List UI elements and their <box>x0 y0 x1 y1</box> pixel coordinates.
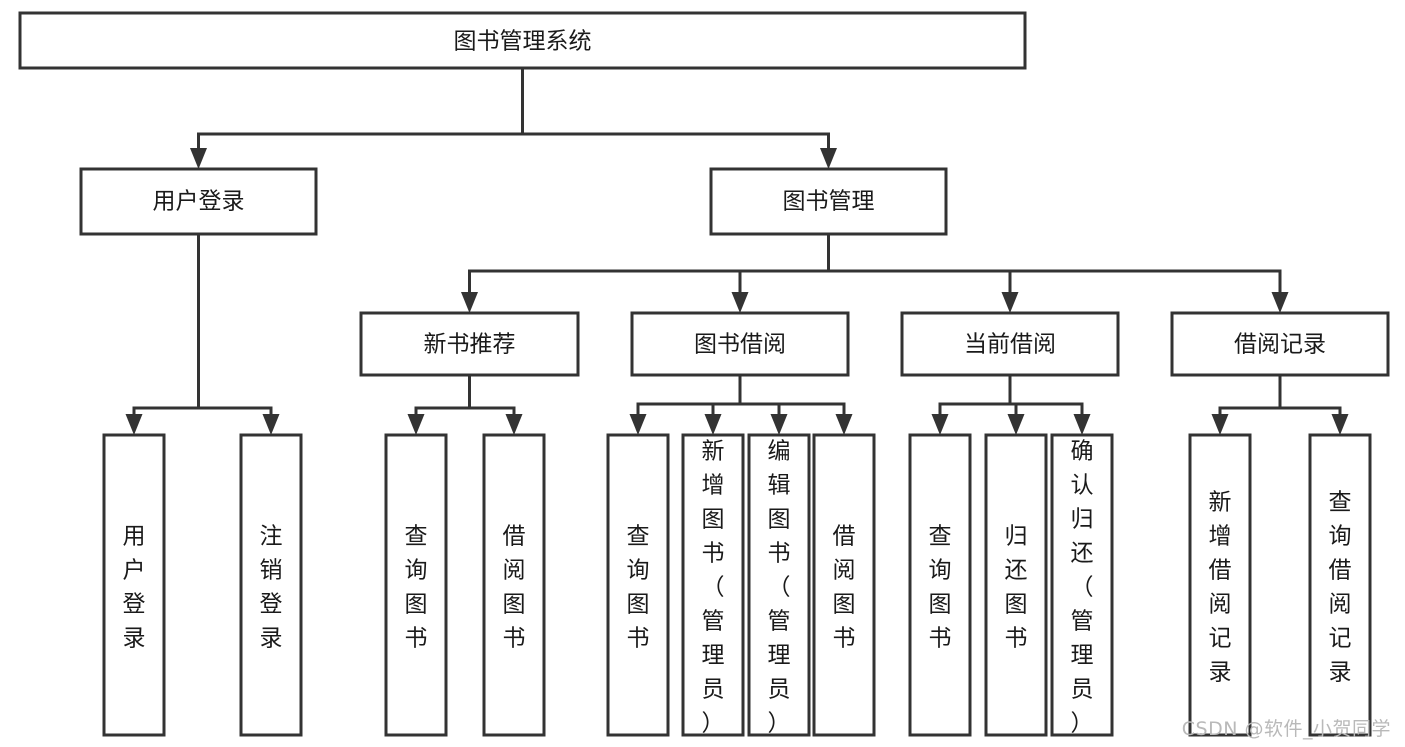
node-leaf-borrow-add[interactable]: 新增图书（管理员） <box>681 433 745 737</box>
node-leaf-records-add-box[interactable] <box>1188 433 1252 737</box>
connector-login-to-user-logout <box>198 406 273 420</box>
arrow-to-leaf-user-logout <box>262 414 280 435</box>
node-leaf-current-query-box[interactable] <box>908 433 972 737</box>
arrow-to-leaf-borrow-edit <box>770 414 788 435</box>
arrow-to-leaf-records-add <box>1211 414 1229 435</box>
connector-current-to-query <box>938 375 1012 420</box>
node-leaf-user-logout-label: 注销登录 <box>260 524 283 652</box>
node-current[interactable]: 当前借阅 <box>900 311 1120 377</box>
node-leaf-user-logout[interactable]: 注销登录 <box>239 433 303 737</box>
node-leaf-current-return[interactable]: 归还图书 <box>984 433 1048 737</box>
node-leaf-borrow-edit[interactable]: 编辑图书（管理员） <box>747 433 811 737</box>
connector-bookmgmt-to-records <box>469 269 1282 298</box>
node-login[interactable]: 用户登录 <box>79 167 318 236</box>
arrow-to-login <box>190 148 207 169</box>
node-records[interactable]: 借阅记录 <box>1170 311 1390 377</box>
node-leaf-borrow-query-label: 查询图书 <box>627 524 650 652</box>
arrow-to-leaf-newbook-borrow <box>505 414 523 435</box>
node-leaf-newbook-borrow[interactable]: 借阅图书 <box>482 433 546 737</box>
node-leaf-borrow-edit-label: 编辑图书（管理员） <box>768 439 791 737</box>
node-leaf-newbook-borrow-label: 借阅图书 <box>503 524 526 652</box>
node-leaf-user-login-label: 用户登录 <box>123 524 146 652</box>
arrow-to-leaf-user-login <box>125 414 143 435</box>
node-leaf-user-logout-box[interactable] <box>239 433 303 737</box>
arrow-to-newbook <box>461 292 478 313</box>
connector-borrow-to-query <box>636 375 742 420</box>
node-leaf-records-add[interactable]: 新增借阅记录 <box>1188 433 1252 737</box>
arrow-to-leaf-records-query <box>1331 414 1349 435</box>
connectors-newbook-to-leaves <box>407 375 523 435</box>
node-records-box[interactable] <box>1170 311 1390 377</box>
node-login-box[interactable] <box>79 167 318 236</box>
node-leaf-newbook-query-label: 查询图书 <box>405 524 428 652</box>
connectors-records-to-leaves <box>1211 375 1349 435</box>
node-current-box[interactable] <box>900 311 1120 377</box>
connectors-current-to-leaves <box>931 375 1091 435</box>
node-leaf-records-add-label: 新增借阅记录 <box>1209 490 1232 686</box>
node-borrow-label: 图书借阅 <box>694 332 786 358</box>
node-leaf-records-query-box[interactable] <box>1308 433 1372 737</box>
node-leaf-records-query[interactable]: 查询借阅记录 <box>1308 433 1372 737</box>
arrow-to-leaf-current-return <box>1007 414 1025 435</box>
connector-login-to-user-login <box>132 234 200 420</box>
connectors-borrow-to-leaves <box>629 375 853 435</box>
connectors-root-to-level2 <box>190 68 837 169</box>
node-root-box[interactable] <box>18 11 1027 70</box>
arrow-to-leaf-current-confirm <box>1073 414 1091 435</box>
node-root-label: 图书管理系统 <box>454 29 592 55</box>
node-leaf-borrow-edit-box[interactable] <box>747 433 811 737</box>
node-login-label: 用户登录 <box>153 189 245 215</box>
node-leaf-current-confirm-box[interactable] <box>1050 433 1114 737</box>
arrow-to-current <box>1001 292 1019 313</box>
connector-records-to-add <box>1218 375 1282 420</box>
node-leaf-current-query-label: 查询图书 <box>929 524 952 652</box>
arrow-to-leaf-borrow-lend <box>835 414 853 435</box>
node-leaf-borrow-lend-box[interactable] <box>812 433 876 737</box>
node-current-label: 当前借阅 <box>964 332 1056 358</box>
connectors-login-to-leaves <box>125 234 280 435</box>
connector-records-to-query <box>1280 406 1342 420</box>
arrow-to-records <box>1271 292 1289 313</box>
node-leaf-current-confirm-label: 确认归还（管理员） <box>1071 439 1094 737</box>
arrow-to-leaf-newbook-query <box>407 414 425 435</box>
node-bookmgmt-label: 图书管理 <box>783 189 875 215</box>
node-leaf-current-query[interactable]: 查询图书 <box>908 433 972 737</box>
node-leaf-newbook-borrow-box[interactable] <box>482 433 546 737</box>
node-borrow-box[interactable] <box>630 311 850 377</box>
node-leaf-borrow-add-box[interactable] <box>681 433 745 737</box>
connector-root-to-bookmgmt <box>522 132 830 155</box>
node-leaf-borrow-lend[interactable]: 借阅图书 <box>812 433 876 737</box>
connectors-bookmgmt-to-level3 <box>461 234 1289 313</box>
arrow-to-bookmgmt <box>820 148 837 169</box>
node-leaf-borrow-query[interactable]: 查询图书 <box>606 433 670 737</box>
connector-bookmgmt-to-newbook <box>468 234 830 298</box>
node-leaf-records-query-label: 查询借阅记录 <box>1329 490 1352 686</box>
node-leaf-user-login[interactable]: 用户登录 <box>102 433 166 737</box>
node-leaf-borrow-lend-label: 借阅图书 <box>833 524 856 652</box>
node-leaf-borrow-add-label: 新增图书（管理员） <box>702 439 725 737</box>
node-root[interactable]: 图书管理系统 <box>18 11 1027 70</box>
node-records-label: 借阅记录 <box>1234 332 1326 358</box>
node-leaf-current-return-box[interactable] <box>984 433 1048 737</box>
connector-borrow-to-lend <box>638 402 846 420</box>
node-bookmgmt[interactable]: 图书管理 <box>709 167 948 236</box>
connector-root-to-login <box>197 68 524 155</box>
node-leaf-current-return-label: 归还图书 <box>1005 524 1028 652</box>
node-borrow[interactable]: 图书借阅 <box>630 311 850 377</box>
arrow-to-leaf-borrow-add <box>704 414 722 435</box>
connector-newbook-to-query <box>414 375 471 420</box>
node-leaf-user-login-box[interactable] <box>102 433 166 737</box>
arrow-to-borrow <box>731 292 749 313</box>
node-newbook-label: 新书推荐 <box>424 332 516 358</box>
node-leaf-newbook-query[interactable]: 查询图书 <box>384 433 448 737</box>
node-leaf-current-confirm[interactable]: 确认归还（管理员） <box>1050 433 1114 737</box>
node-bookmgmt-box[interactable] <box>709 167 948 236</box>
node-leaf-borrow-query-box[interactable] <box>606 433 670 737</box>
node-newbook-box[interactable] <box>359 311 580 377</box>
node-newbook[interactable]: 新书推荐 <box>359 311 580 377</box>
arrow-to-leaf-borrow-query <box>629 414 647 435</box>
arrow-to-leaf-current-query <box>931 414 949 435</box>
node-leaf-newbook-query-box[interactable] <box>384 433 448 737</box>
